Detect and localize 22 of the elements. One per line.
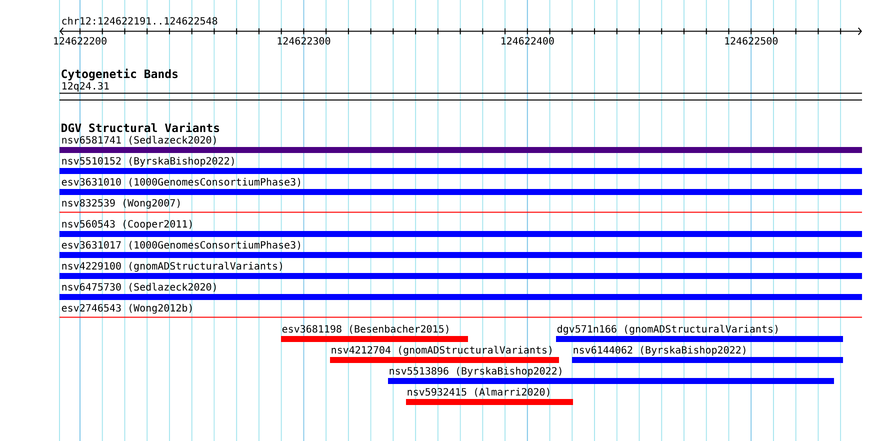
variant-label: nsv5510152 (ByrskaBishop2022): [62, 156, 234, 167]
track-title: DGV Structural Variants: [62, 122, 220, 132]
variant-label: nsv4229100 (gnomADStructuralVariants): [62, 262, 282, 272]
location-label: chr12:124622191..124622548: [62, 16, 218, 25]
variant-label: nsv6581741 (Sedlazeck2020): [62, 136, 216, 145]
variant-label: nsv5513896 (ByrskaBishop2022): [390, 366, 562, 377]
variant-label: esv3631010 (1000GenomesConsortiumPhase3): [62, 178, 300, 187]
tick-label: 124622500: [725, 37, 778, 45]
variant-label: nsv5932415 (Almarri2020): [408, 388, 550, 397]
variant-label: nsv560543 (Cooper2011): [62, 220, 192, 230]
variant-label: nsv6144062 (ByrskaBishop2022): [574, 346, 746, 356]
variant-label: esv3631017 (1000GenomesConsortiumPhase3): [62, 240, 300, 250]
variant-label: nsv6475730 (Sedlazeck2020): [62, 282, 216, 292]
tick-label: 124622300: [278, 37, 330, 45]
variant-label: esv2746543 (Wong2012b): [62, 304, 192, 314]
band-label: 12q24.31: [62, 82, 109, 92]
variant-label: esv3681198 (Besenbacher2015): [282, 324, 448, 334]
variant-label: nsv4212704 (gnomADStructuralVariants): [332, 346, 552, 356]
variant-label: dgv571n166 (gnomADStructuralVariants): [557, 324, 778, 335]
tick-label: 124622200: [54, 37, 106, 45]
tick-label: 124622400: [502, 37, 554, 45]
variant-label: nsv832539 (Wong2007): [62, 198, 180, 209]
